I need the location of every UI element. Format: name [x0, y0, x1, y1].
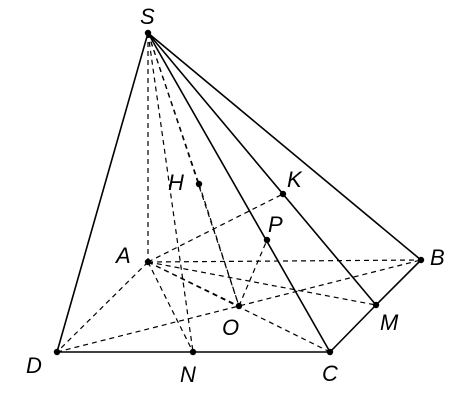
- solid-edge-MB: [375, 259, 422, 306]
- solid-edge-SD: [56, 32, 149, 353]
- vertex-dot-M: [372, 301, 380, 309]
- vertex-label-M: M: [380, 310, 399, 335]
- dashed-edge-AM: [147, 261, 377, 306]
- vertex-label-D: D: [26, 353, 42, 378]
- vertex-label-O: O: [222, 315, 239, 340]
- dashed-edge-AD: [56, 261, 149, 353]
- vertex-label-S: S: [140, 4, 155, 29]
- vertex-dot-C: [326, 348, 334, 356]
- vertex-points: [53, 29, 425, 356]
- vertex-label-H: H: [168, 170, 184, 195]
- vertex-dot-O: [235, 302, 243, 310]
- vertex-label-B: B: [430, 245, 445, 270]
- solid-edge-SM: [147, 32, 377, 306]
- vertex-label-P: P: [268, 212, 283, 237]
- vertex-dot-N: [189, 348, 197, 356]
- solid-edge-CM: [329, 304, 377, 353]
- dashed-edge-HO: [198, 183, 240, 307]
- dashed-edge-AB: [147, 259, 422, 263]
- vertex-dot-P: [263, 236, 271, 244]
- solid-edge-SB: [147, 32, 422, 261]
- vertex-dot-K: [279, 190, 287, 198]
- dashed-edge-AK: [147, 193, 284, 263]
- vertex-labels: S A B C D O H KP M N: [26, 4, 445, 387]
- dashed-edge-AN: [147, 261, 194, 353]
- vertex-dot-H: [195, 180, 203, 188]
- vertex-label-K: K: [287, 167, 303, 192]
- vertex-dot-S: [144, 29, 152, 37]
- vertex-dot-B: [417, 256, 425, 264]
- solid-edge-SC: [147, 32, 331, 353]
- vertex-dot-D: [53, 348, 61, 356]
- visible-edges: [56, 32, 422, 353]
- vertex-dot-A: [144, 258, 152, 266]
- vertex-label-N: N: [180, 362, 196, 387]
- dashed-edge-OP: [238, 239, 268, 307]
- dashed-edge-AO: [147, 261, 240, 307]
- vertex-label-C: C: [322, 361, 338, 386]
- vertex-label-A: A: [114, 243, 131, 268]
